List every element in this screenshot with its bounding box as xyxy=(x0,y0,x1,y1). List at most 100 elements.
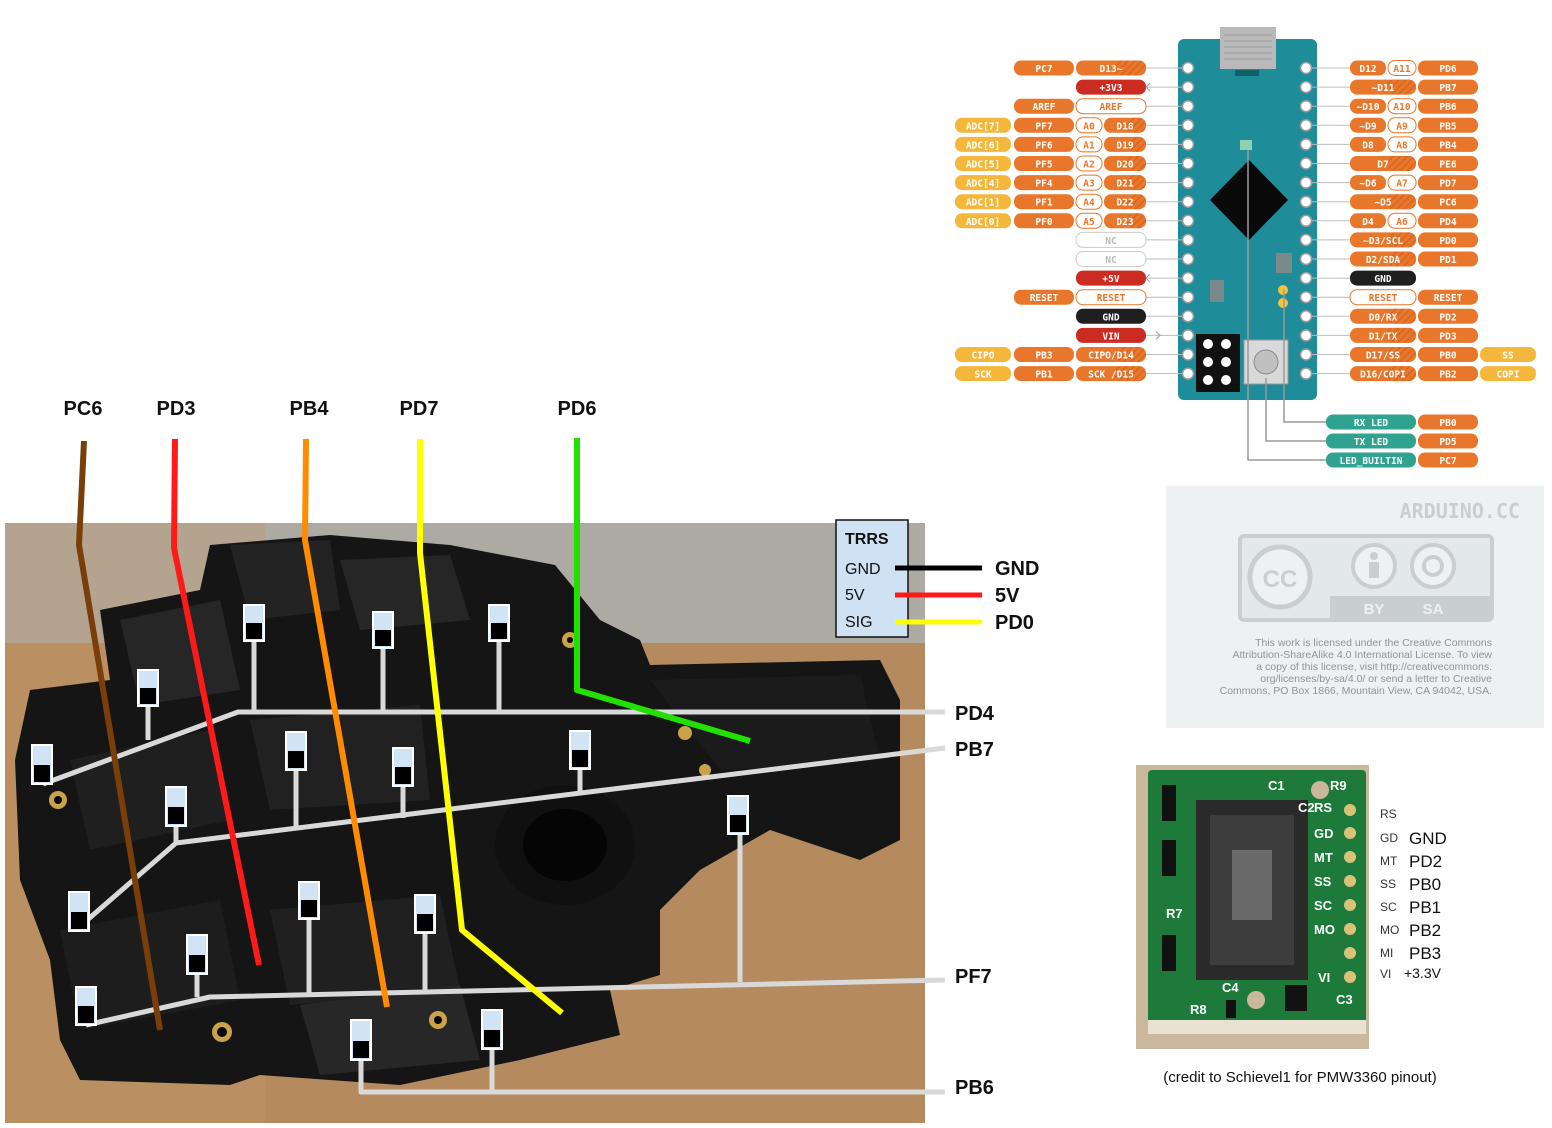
pin-adc: ADC[1] xyxy=(966,198,1000,209)
license-block: ARDUINO.CC CC BY SA This work is license… xyxy=(1166,486,1544,728)
row-labels: PD4 PB7 PF7 PB6 xyxy=(955,703,995,1099)
led-port-bg xyxy=(1418,452,1478,468)
pin-digital-hatch xyxy=(1127,194,1146,210)
pin-spi: CIPO xyxy=(972,351,995,362)
sensor-pin-name: PB2 xyxy=(1409,921,1441,940)
pin-analog-bg xyxy=(1387,60,1417,76)
trrs-title: TRRS xyxy=(845,531,889,548)
pin-digital: SCK /D15 xyxy=(1088,370,1134,381)
pin-port-bg xyxy=(1418,213,1478,229)
pin-digital-bg xyxy=(1350,98,1386,114)
pin-port-bg xyxy=(1014,136,1074,152)
pin-analog: A3 xyxy=(1083,179,1095,190)
diode-marker xyxy=(372,611,394,649)
sensor-pin-name: +3.3V xyxy=(1404,965,1442,981)
keyboard-photo xyxy=(5,523,925,1123)
diode-marker xyxy=(414,894,436,934)
pin-port: PB4 xyxy=(1439,140,1456,151)
pin-port: PF4 xyxy=(1035,179,1052,190)
column-label-pc6: PC6 xyxy=(64,398,103,420)
pin-spi-bg xyxy=(955,347,1011,362)
diode-marker xyxy=(285,731,307,771)
pin-analog: A6 xyxy=(1396,217,1408,228)
pin-digital: AREF xyxy=(1100,102,1123,113)
pin-port-bg xyxy=(1418,79,1478,95)
pin-hole xyxy=(1181,99,1195,113)
pin-port-bg xyxy=(1418,60,1478,76)
pin-analog: A11 xyxy=(1393,64,1410,75)
silk-label: MO xyxy=(1314,922,1335,937)
led-label: TX LED xyxy=(1354,437,1389,448)
power-arrow xyxy=(1155,331,1161,340)
pin-analog-bg xyxy=(1387,174,1417,191)
pin-digital-hatch xyxy=(1386,79,1416,95)
diode-marker xyxy=(392,747,414,787)
silk-label: GD xyxy=(1314,826,1334,841)
sensor-pin-name: PB3 xyxy=(1409,944,1441,963)
pin-hole xyxy=(1299,329,1313,342)
pin-digital: D22 xyxy=(1116,198,1133,209)
pin-hole xyxy=(1299,310,1313,323)
pin-digital-bg xyxy=(1350,213,1386,229)
diode-marker xyxy=(350,1019,372,1061)
usb-connector xyxy=(1220,27,1276,69)
pin-digital-hatch xyxy=(1114,60,1146,76)
led-port: PD5 xyxy=(1439,437,1456,448)
pin-hole xyxy=(1181,176,1195,189)
pin-adc-bg xyxy=(955,213,1011,229)
pin-port-bg xyxy=(1418,117,1478,133)
sensor-silkscreen: C1 C2 R9 RS GD MT SS SC MO VI R7 C4 R8 C… xyxy=(1166,778,1353,1017)
diode-marker xyxy=(243,604,265,642)
pin-hole xyxy=(1299,348,1313,361)
sensor-pin-abbr: MO xyxy=(1380,923,1399,937)
trrs-5v-pin: 5V xyxy=(995,585,1020,607)
pin-port-bg xyxy=(1418,308,1478,324)
pin-hole xyxy=(1181,252,1195,266)
pin-hole xyxy=(1181,138,1195,151)
pin-digital-hatch xyxy=(1386,156,1416,171)
column-wire-pb4 xyxy=(302,438,390,1008)
cc-icon xyxy=(1247,544,1313,610)
pin-port-bg xyxy=(1014,289,1074,305)
pin-digital-hatch xyxy=(1386,251,1416,267)
pin-digital-bg xyxy=(1076,79,1146,95)
pin-digital-hatch xyxy=(1127,213,1146,229)
pin-spi: SCK xyxy=(974,370,991,381)
row-label-pd4: PD4 xyxy=(955,703,995,725)
sensor-pin-name: GND xyxy=(1409,829,1447,848)
pin-port: PB5 xyxy=(1439,121,1456,132)
pin-analog: A4 xyxy=(1083,198,1095,209)
pin-digital: D13~ xyxy=(1100,64,1123,75)
pin-hole xyxy=(1299,99,1313,113)
pin-digital: D0/RX xyxy=(1369,312,1398,323)
pin-port-bg xyxy=(1418,194,1478,210)
column-label-pd3: PD3 xyxy=(157,398,196,420)
pin-port-bg xyxy=(1418,251,1478,267)
pin-adc: ADC[0] xyxy=(966,217,1000,228)
pin-hole xyxy=(1181,80,1195,94)
led-port-bg xyxy=(1418,414,1478,430)
sensor-pin-abbr: SC xyxy=(1380,900,1397,914)
pin-digital: GND xyxy=(1374,274,1391,285)
pin-hole xyxy=(1181,233,1195,247)
sensor-pin-name: PB1 xyxy=(1409,898,1441,917)
silk-label: MT xyxy=(1314,850,1333,865)
pin-digital: ~D11 xyxy=(1372,83,1395,94)
pin-digital-bg xyxy=(1076,327,1146,343)
pin-digital-bg xyxy=(1075,289,1147,306)
power-arrow xyxy=(1145,273,1151,283)
pin-port: PF0 xyxy=(1035,217,1052,228)
column-label-pb4: PB4 xyxy=(290,398,330,420)
pin-digital: VIN xyxy=(1102,331,1119,342)
pin-port-bg xyxy=(1014,60,1074,76)
pin-digital: GND xyxy=(1102,312,1119,323)
diode-marker xyxy=(298,881,320,920)
pin-analog: A0 xyxy=(1083,121,1095,132)
led-label: LED_BUILTIN xyxy=(1340,456,1403,467)
pin-digital: RESET xyxy=(1097,293,1126,304)
license-line: a copy of this license, visit http://cre… xyxy=(1256,661,1492,673)
pin-digital: D7 xyxy=(1377,160,1388,171)
silk-label: SS xyxy=(1314,874,1332,889)
silk-label: RS xyxy=(1314,800,1332,815)
